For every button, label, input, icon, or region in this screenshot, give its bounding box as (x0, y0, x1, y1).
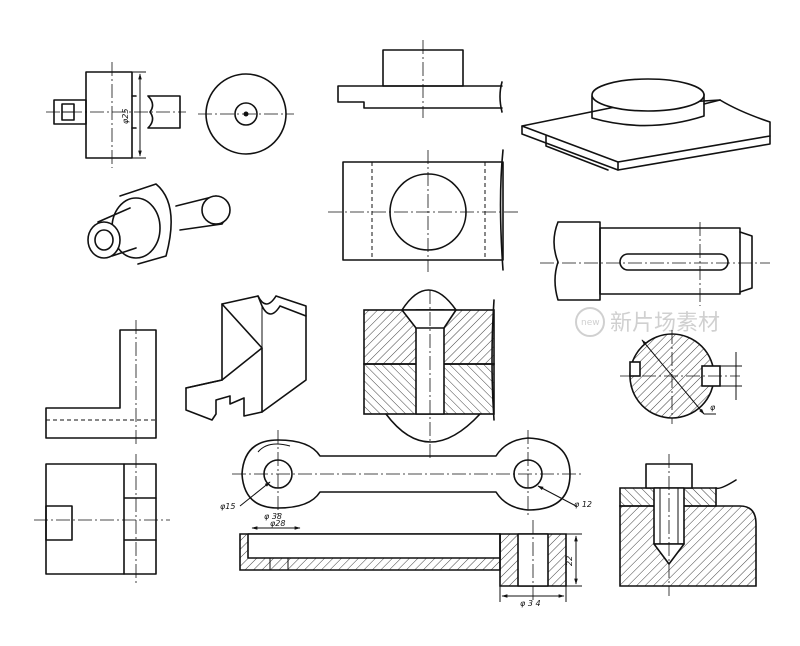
l-bracket-view (45, 320, 157, 446)
round-section-with-keyway: φ (620, 330, 742, 424)
disc-front-view (198, 73, 294, 155)
watermark-text: 新片场素材 (610, 311, 720, 336)
plate-with-hole-top-view (328, 149, 520, 272)
connecting-rod-top-view: φ15 φ 38 φ 12 (220, 430, 592, 521)
boss-on-plate-side-view (337, 40, 503, 118)
flanged-shaft-side-view: φ25 (46, 62, 186, 168)
connecting-rod-section-view: φ28 22 φ 3 4 (239, 519, 582, 608)
support-block-isometric (185, 295, 307, 421)
dim-phi-15: φ15 (220, 502, 235, 511)
stepped-shaft-isometric (87, 183, 231, 265)
square-part-view (34, 454, 170, 584)
dim-height-22: 22 (565, 556, 574, 566)
shaft-with-keyway (540, 221, 770, 306)
rivet-section (363, 289, 495, 460)
dim-phi-12: φ 12 (574, 500, 592, 509)
watermark-badge: new (581, 318, 600, 328)
dim-phi-25: φ25 (121, 109, 130, 124)
bolted-joint-section (619, 454, 757, 596)
dim-phi-34: φ 3 4 (520, 599, 541, 608)
dim-phi-28: φ28 (270, 519, 285, 528)
watermark: new 新片场素材 (575, 307, 720, 337)
plate-with-cylinder-isometric (521, 78, 771, 171)
dim-phi-keyway: φ (710, 403, 716, 412)
dim-phi-38: φ 38 (264, 512, 282, 521)
